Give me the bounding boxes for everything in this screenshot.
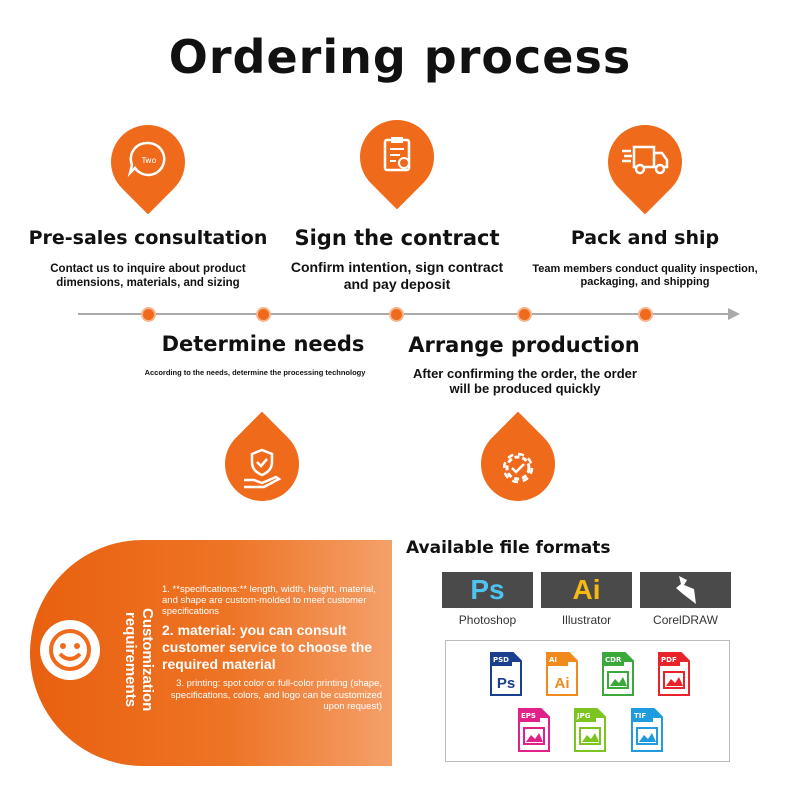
gear-icon [481,431,555,505]
timeline-dot [141,307,156,322]
file-inner-label: Ps [497,675,515,692]
file-icon-pdf: PDF [658,652,690,696]
timeline-dot [638,307,653,322]
timeline-dot [389,307,404,322]
file-ext-label: JPG [576,712,591,720]
timeline-line [78,313,733,315]
custom-item-2: 2. material: you can consult customer se… [162,622,373,672]
file-types-box [445,640,730,762]
file-ext-label: PDF [661,656,677,664]
customization-heading: Customization requirements [122,608,156,712]
step-title-presales: Pre-sales consultation [28,227,268,249]
illustrator-label: Illustrator [561,613,612,627]
custom-item-3: 3. printing: spot color or full-color pr… [170,678,382,712]
customization-items: 1. **specifications:** length, width, he… [162,584,382,713]
step-desc-ship: Team members conduct quality inspection,… [532,263,758,288]
step-desc-contract: Confirm intention, sign contract and pay… [290,259,504,292]
custom-item-1: 1. **specifications:** length, width, he… [162,584,376,617]
file-icon-psd: PSD Ps [490,652,522,696]
file-icon-tif: TIF [631,708,663,752]
file-icon-cdr: CDR [602,652,634,696]
pen-nib-icon [675,576,696,604]
illustrator-logo: Ai [541,572,632,608]
coreldraw-label: CorelDRAW [653,613,718,627]
step-desc-presales: Contact us to inquire about product dime… [50,263,246,289]
file-inner-label: Ai [555,675,570,692]
timeline-dot [517,307,532,322]
file-icon-eps: EPS [518,708,550,752]
file-ext-label: PSD [493,656,509,664]
chat-bubble-icon: Two [111,122,185,196]
file-ext-label: TIF [634,712,646,720]
step-title-ship: Pack and ship [570,227,720,249]
step-title-contract: Sign the contract [294,226,500,250]
timeline-arrow [728,308,740,320]
photoshop-logo: Ps [442,572,533,608]
file-formats-title: Available file formats [406,538,611,558]
clipboard-icon [360,117,434,191]
timeline-dot [256,307,271,322]
hand-shield-icon [225,431,299,505]
file-icon-jpg: JPG [574,708,606,752]
delivery-truck-icon [608,122,682,196]
smiley-icon [40,620,100,680]
step-title-needs: Determine needs [161,332,365,356]
step-title-production: Arrange production [408,333,640,357]
coreldraw-logo [640,572,731,608]
icon-text: Two [141,156,157,165]
file-icon-ai: AI Ai [546,652,578,696]
page-title: Ordering process [168,30,632,84]
file-ext-label: EPS [521,712,536,720]
step-desc-needs: According to the needs, determine the pr… [144,368,366,377]
step-desc-production: After confirming the order, the order wi… [413,366,637,396]
file-ext-label: CDR [605,656,622,664]
photoshop-label: Photoshop [458,613,517,627]
file-ext-label: AI [549,656,557,664]
